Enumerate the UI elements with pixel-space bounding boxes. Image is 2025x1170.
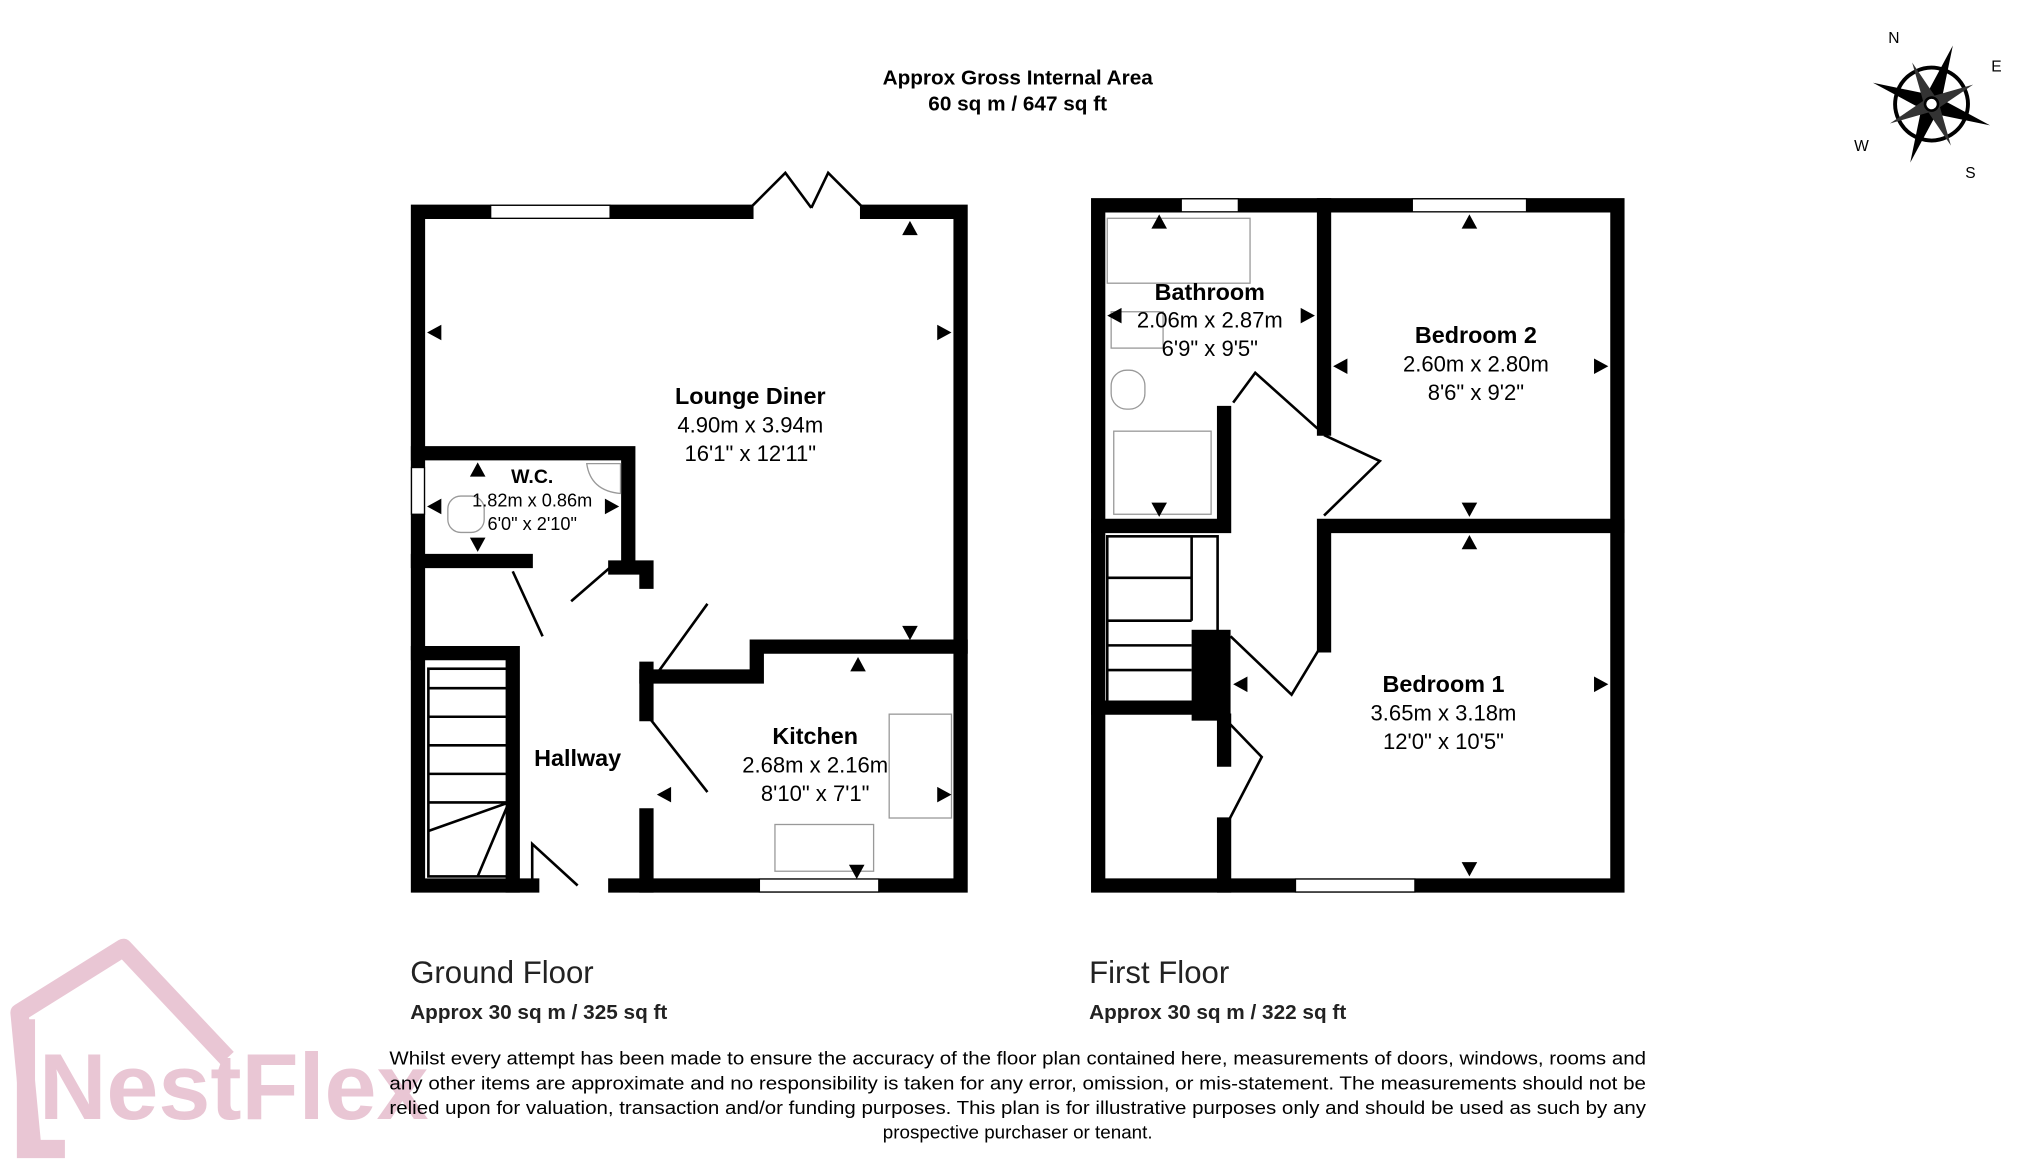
- room-size-imperial: 12'0" x 10'5": [1383, 729, 1504, 754]
- room-size-metric: 2.60m x 2.80m: [1403, 351, 1549, 376]
- window: [758, 878, 880, 893]
- room-size-imperial: 6'9" x 9'5": [1162, 336, 1258, 361]
- compass-icon: [1872, 45, 1991, 163]
- compass-n: N: [1888, 30, 1899, 47]
- compass-s: S: [1965, 165, 1975, 182]
- room-name: Bedroom 1: [1382, 671, 1504, 697]
- room-size-imperial: 16'1" x 12'11": [685, 441, 817, 466]
- room-size-metric: 2.06m x 2.87m: [1137, 307, 1283, 332]
- disclaimer-line: Whilst every attempt has been made to en…: [389, 1048, 1646, 1069]
- first-floor-title: First Floor: [1089, 955, 1229, 990]
- stairs: [427, 667, 511, 878]
- room-size-metric: 2.68m x 2.16m: [742, 753, 888, 778]
- disclaimer-line: any other items are approximate and no r…: [389, 1072, 1646, 1093]
- first-floor-area: Approx 30 sq m / 322 sq ft: [1089, 1001, 1346, 1024]
- stairs: [1105, 535, 1219, 704]
- room-name: Lounge Diner: [675, 383, 826, 409]
- room-size-metric: 1.82m x 0.86m: [472, 490, 592, 510]
- window: [490, 204, 611, 219]
- disclaimer-line: prospective purchaser or tenant.: [883, 1122, 1153, 1143]
- dimension-markers: [427, 214, 1609, 880]
- window: [1294, 878, 1416, 893]
- room-name: Bathroom: [1155, 279, 1265, 305]
- window: [1180, 198, 1240, 213]
- room-name: Bedroom 2: [1415, 322, 1537, 348]
- room-name: Kitchen: [772, 723, 858, 749]
- first-floor-plan: Bathroom 2.06m x 2.87m 6'9" x 9'5" Bedro…: [1091, 198, 1625, 893]
- nestflex-watermark-logo: NestFlex: [10, 938, 429, 1159]
- window: [410, 466, 426, 515]
- room-size-imperial: 8'10" x 7'1": [761, 781, 870, 806]
- disclaimer-line: relied upon for valuation, transaction a…: [389, 1097, 1646, 1118]
- room-size-imperial: 6'0" x 2'10": [487, 514, 576, 534]
- window: [1411, 198, 1528, 213]
- room-size-metric: 3.65m x 3.18m: [1371, 701, 1517, 726]
- room-name: W.C.: [511, 466, 553, 488]
- compass-w: W: [1854, 138, 1869, 155]
- gross-area-title: Approx Gross Internal Area: [883, 67, 1154, 90]
- ground-floor-title: Ground Floor: [410, 955, 593, 990]
- ground-floor-plan: Lounge Diner 4.90m x 3.94m 16'1" x 12'11…: [410, 170, 968, 893]
- room-size-imperial: 8'6" x 9'2": [1428, 380, 1524, 405]
- gross-area-value: 60 sq m / 647 sq ft: [928, 93, 1107, 116]
- compass-e: E: [1991, 59, 2001, 76]
- ground-floor-area: Approx 30 sq m / 325 sq ft: [410, 1001, 667, 1024]
- svg-text:NestFlex: NestFlex: [39, 1034, 429, 1139]
- disclaimer: Whilst every attempt has been made to en…: [389, 1048, 1646, 1143]
- room-size-metric: 4.90m x 3.94m: [677, 412, 823, 437]
- room-name: Hallway: [534, 745, 621, 771]
